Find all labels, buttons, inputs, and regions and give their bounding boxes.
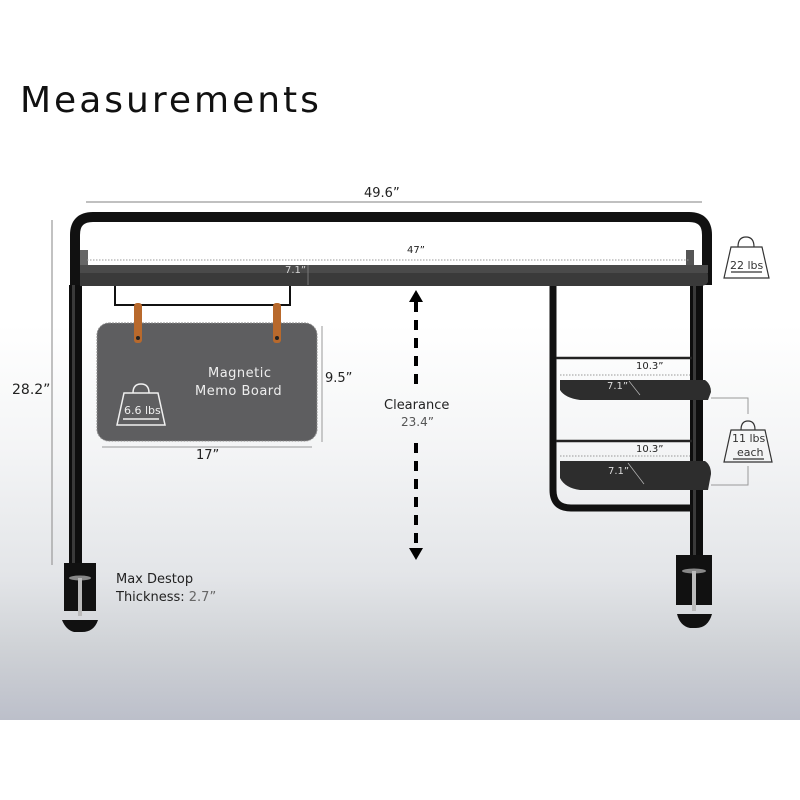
overall-width-label: 49.6” [364, 186, 400, 201]
left-leg [69, 285, 82, 567]
memo-weight-icon [116, 383, 166, 426]
shelf-weight-bracket [711, 397, 749, 486]
memo-height-label: 9.5” [325, 371, 353, 386]
memo-strap-left [134, 303, 142, 343]
memo-width-label: 17” [196, 448, 220, 463]
memo-strap-right [273, 303, 281, 343]
clearance-value: 23.4” [401, 415, 434, 429]
clamp-thickness-prefix: Thickness: [116, 590, 185, 605]
memo-weight-label: 6.6 lbs [124, 404, 161, 417]
shelf-lower-depth-label: 7.1” [608, 466, 630, 477]
desktop-weight-icon [723, 236, 770, 279]
shelf-lower-width-label: 10.3” [636, 444, 664, 455]
memo-title-line1: Magnetic [208, 366, 272, 381]
clamp-right [676, 555, 712, 628]
right-leg [690, 285, 703, 555]
top-rail [70, 212, 712, 285]
desktop-width-label: 47” [407, 245, 425, 256]
memo-title-line2: Memo Board [195, 384, 283, 399]
desktop-weight-label: 22 lbs [730, 259, 764, 272]
memo-hanging-bar [114, 286, 291, 306]
clamp-label-line1: Max Destop [116, 572, 194, 587]
shelf-upper-depth-label: 7.1” [607, 381, 629, 392]
clamp-label-line2: Thickness: 2.7” [116, 590, 216, 605]
shelf-upper-width-label: 10.3” [636, 361, 664, 372]
shelf-weight-label-line1: 11 lbs [732, 432, 766, 445]
desktop-depth-label: 7.1” [285, 265, 307, 276]
shelf-weight-label-line2: each [737, 446, 764, 459]
clamp-left [62, 563, 98, 632]
clamp-thickness-value: 2.7” [188, 590, 217, 605]
shelf-weight-icon [723, 420, 773, 463]
shelf-unit [549, 286, 711, 512]
overall-height-label: 28.2” [12, 382, 51, 398]
page-title: Measurements [20, 80, 322, 121]
shelf-lower [560, 461, 711, 490]
shelf-upper [560, 380, 711, 400]
clearance-label: Clearance [384, 398, 450, 413]
clearance-arrow [409, 290, 423, 560]
memo-board [96, 322, 318, 442]
